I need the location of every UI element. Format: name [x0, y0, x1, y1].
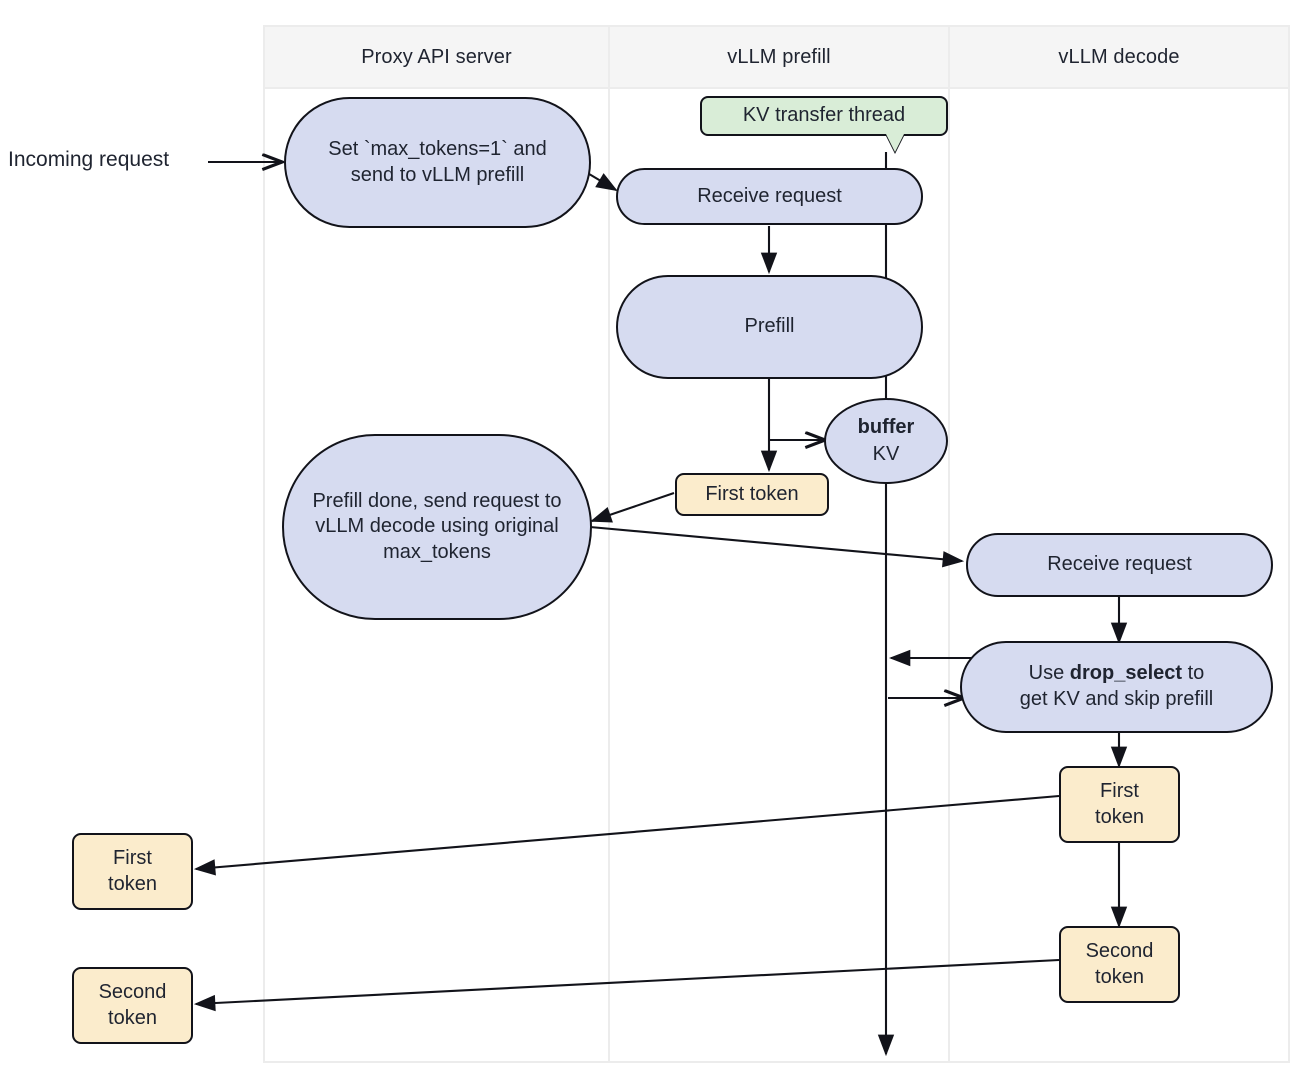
node-decode-second-token[interactable]: Second token: [1059, 926, 1180, 1003]
node-decode-first-token[interactable]: First token: [1059, 766, 1180, 843]
drop-select-line2: get KV and skip prefill: [1019, 688, 1214, 710]
node-set-max-tokens[interactable]: Set `max_tokens=1` and send to vLLM pref…: [284, 97, 591, 228]
drop-select-keyword: drop_select: [1069, 662, 1183, 685]
note-kv-transfer-thread: KV transfer thread: [700, 96, 948, 152]
node-output-first-token[interactable]: First token: [72, 833, 193, 910]
node-prefill[interactable]: Prefill: [616, 275, 923, 379]
drop-select-line1: Use drop_select to: [1029, 661, 1205, 687]
output-second-token-line1: Second: [98, 980, 167, 1003]
lane-column-proxy: [265, 89, 610, 1061]
lane-header-decode: vLLM decode: [950, 27, 1288, 89]
decode-second-token-line2: token: [1095, 965, 1144, 988]
lane-column-prefill: [610, 89, 950, 1061]
output-first-token-line2: token: [108, 872, 157, 895]
decode-first-token-line1: First: [1100, 779, 1139, 802]
note-kv-transfer-thread-label: KV transfer thread: [742, 104, 906, 127]
lane-header-proxy: Proxy API server: [265, 27, 610, 89]
buffer-kv-subtitle: KV: [872, 443, 900, 465]
node-decode-receive-request[interactable]: Receive request: [966, 533, 1273, 597]
drop-select-suffix: to: [1182, 662, 1205, 685]
drop-select-prefix: Use: [1028, 662, 1070, 685]
node-buffer-kv[interactable]: buffer KV: [824, 398, 948, 484]
decode-second-token-line1: Second: [1085, 939, 1154, 962]
buffer-kv-title: buffer: [857, 416, 915, 438]
node-output-second-token[interactable]: Second token: [72, 967, 193, 1044]
node-drop-select[interactable]: Use drop_select to get KV and skip prefi…: [960, 641, 1273, 733]
note-pointer-tail: [886, 134, 904, 152]
incoming-request-label: Incoming request: [8, 148, 170, 171]
lane-header-prefill: vLLM prefill: [610, 27, 950, 89]
node-prefill-receive-request[interactable]: Receive request: [616, 168, 923, 225]
node-prefill-done[interactable]: Prefill done, send request to vLLM decod…: [282, 434, 592, 620]
output-second-token-line2: token: [108, 1006, 157, 1029]
output-first-token-line1: First: [113, 846, 152, 869]
node-prefill-first-token[interactable]: First token: [675, 473, 829, 516]
decode-first-token-line2: token: [1095, 805, 1144, 828]
